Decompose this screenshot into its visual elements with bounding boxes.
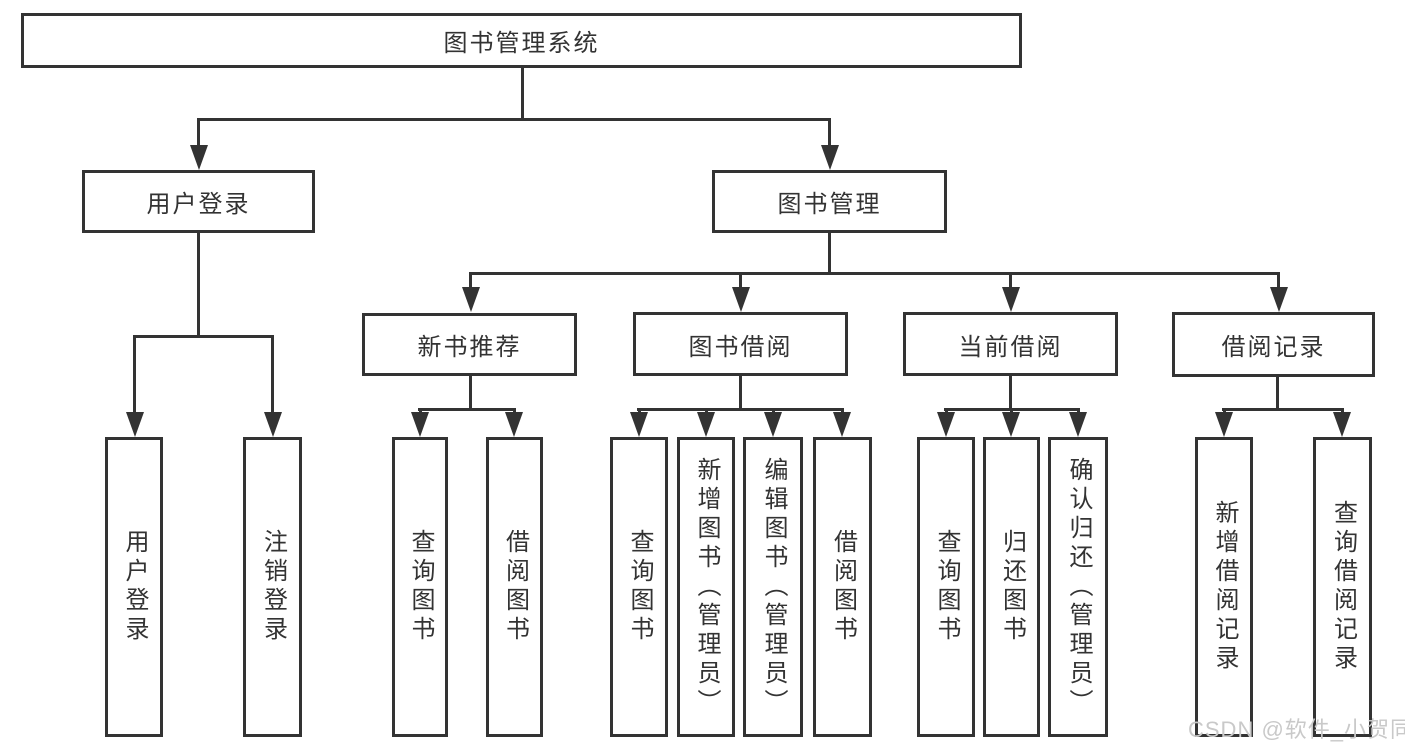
arrowhead: [411, 412, 429, 437]
connector-sec2-drop2: [705, 408, 708, 414]
arrowhead: [833, 412, 851, 437]
leaf-borrow-books: 借阅图书: [813, 437, 872, 737]
connector-sec3-drop3: [1077, 408, 1080, 414]
connector-drop-borrow-records: [1277, 272, 1280, 288]
arrowhead: [732, 287, 750, 312]
arrowhead: [126, 412, 144, 437]
node-new-book-rec: 新书推荐: [362, 313, 577, 376]
connector-drop-logout-leaf: [271, 335, 274, 413]
connector-book-mgmt-branch: [469, 272, 1280, 275]
connector-user-login-branch: [133, 335, 274, 338]
connector-sec2-drop3: [772, 408, 775, 414]
node-book-mgmt: 图书管理: [712, 170, 947, 233]
arrowhead: [697, 412, 715, 437]
leaf-query-borrow-record: 查询借阅记录: [1313, 437, 1372, 737]
leaf-borrow-query-books: 查询图书: [610, 437, 668, 737]
connector-sec2-stem: [739, 376, 742, 408]
leaf-return-books: 归还图书: [983, 437, 1040, 737]
leaf-logout: 注销登录: [243, 437, 302, 737]
arrowhead: [630, 412, 648, 437]
leaf-add-books-admin: 新增图书（管理员）: [677, 437, 735, 737]
connector-sec2-drop4: [841, 408, 844, 414]
connector-sec3-stem: [1009, 376, 1012, 408]
leaf-label: 注销登录: [259, 529, 287, 645]
leaf-label: 用户登录: [121, 529, 148, 645]
arrowhead: [1270, 287, 1288, 312]
arrowhead: [505, 412, 523, 437]
leaf-edit-books-admin: 编辑图书（管理员）: [743, 437, 803, 737]
arrowhead: [1069, 412, 1087, 437]
connector-sec1-branch: [418, 408, 516, 411]
node-borrow-records: 借阅记录: [1172, 312, 1375, 377]
connector-sec2-drop1: [638, 408, 641, 414]
connector-sec4-branch: [1222, 408, 1343, 411]
arrowhead: [190, 145, 208, 170]
connector-sec1-drop1: [419, 408, 422, 414]
leaf-label: 编辑图书（管理员）: [760, 456, 787, 718]
connector-sec4-drop1: [1223, 408, 1226, 414]
leaf-label: 借阅图书: [501, 529, 529, 645]
leaf-label: 查询图书: [407, 529, 434, 645]
connector-sec3-drop2: [1010, 408, 1013, 414]
arrowhead: [937, 412, 955, 437]
leaf-label: 新增借阅记录: [1211, 500, 1238, 674]
connector-sec1-drop2: [513, 408, 516, 414]
watermark: CSDN @软件_小贺同学: [1188, 717, 1405, 742]
connector-sec2-branch: [637, 408, 843, 411]
connector-root-stem: [521, 68, 524, 118]
node-book-borrow: 图书借阅: [633, 312, 848, 376]
connector-sec3-drop1: [945, 408, 948, 414]
leaf-label: 归还图书: [998, 529, 1026, 645]
connector-drop-new-book-rec: [469, 272, 472, 288]
arrowhead: [821, 145, 839, 170]
connector-sec4-drop2: [1341, 408, 1344, 414]
leaf-label: 查询图书: [933, 529, 960, 645]
leaf-rec-borrow-books: 借阅图书: [486, 437, 543, 737]
connector-sec1-stem: [469, 376, 472, 408]
node-current-borrow: 当前借阅: [903, 312, 1118, 376]
arrowhead: [462, 287, 480, 312]
arrowhead: [1333, 412, 1351, 437]
connector-drop-login-leaf: [133, 335, 136, 413]
connector-user-login-stem: [197, 233, 200, 335]
connector-drop-book-mgmt: [828, 118, 831, 146]
leaf-label: 确认归还（管理员）: [1065, 456, 1092, 718]
connector-drop-user-login: [197, 118, 200, 146]
leaf-rec-query-books: 查询图书: [392, 437, 448, 737]
leaf-label: 借阅图书: [829, 529, 857, 645]
leaf-add-borrow-record: 新增借阅记录: [1195, 437, 1253, 737]
leaf-label: 查询图书: [626, 529, 653, 645]
leaf-current-query-books: 查询图书: [917, 437, 975, 737]
connector-book-mgmt-stem: [828, 233, 831, 273]
leaf-label: 查询借阅记录: [1329, 500, 1357, 674]
node-user-login: 用户登录: [82, 170, 315, 233]
connector-drop-book-borrow: [739, 272, 742, 288]
arrowhead: [264, 412, 282, 437]
arrowhead: [1002, 287, 1020, 312]
leaf-user-login: 用户登录: [105, 437, 163, 737]
connector-root-branch: [197, 118, 831, 121]
connector-sec4-stem: [1276, 377, 1279, 408]
arrowhead: [764, 412, 782, 437]
leaf-confirm-return-admin: 确认归还（管理员）: [1048, 437, 1108, 737]
arrowhead: [1215, 412, 1233, 437]
connector-drop-current-borrow: [1009, 272, 1012, 288]
leaf-label: 新增图书（管理员）: [693, 456, 720, 718]
arrowhead: [1002, 412, 1020, 437]
node-system-root: 图书管理系统: [21, 13, 1022, 68]
